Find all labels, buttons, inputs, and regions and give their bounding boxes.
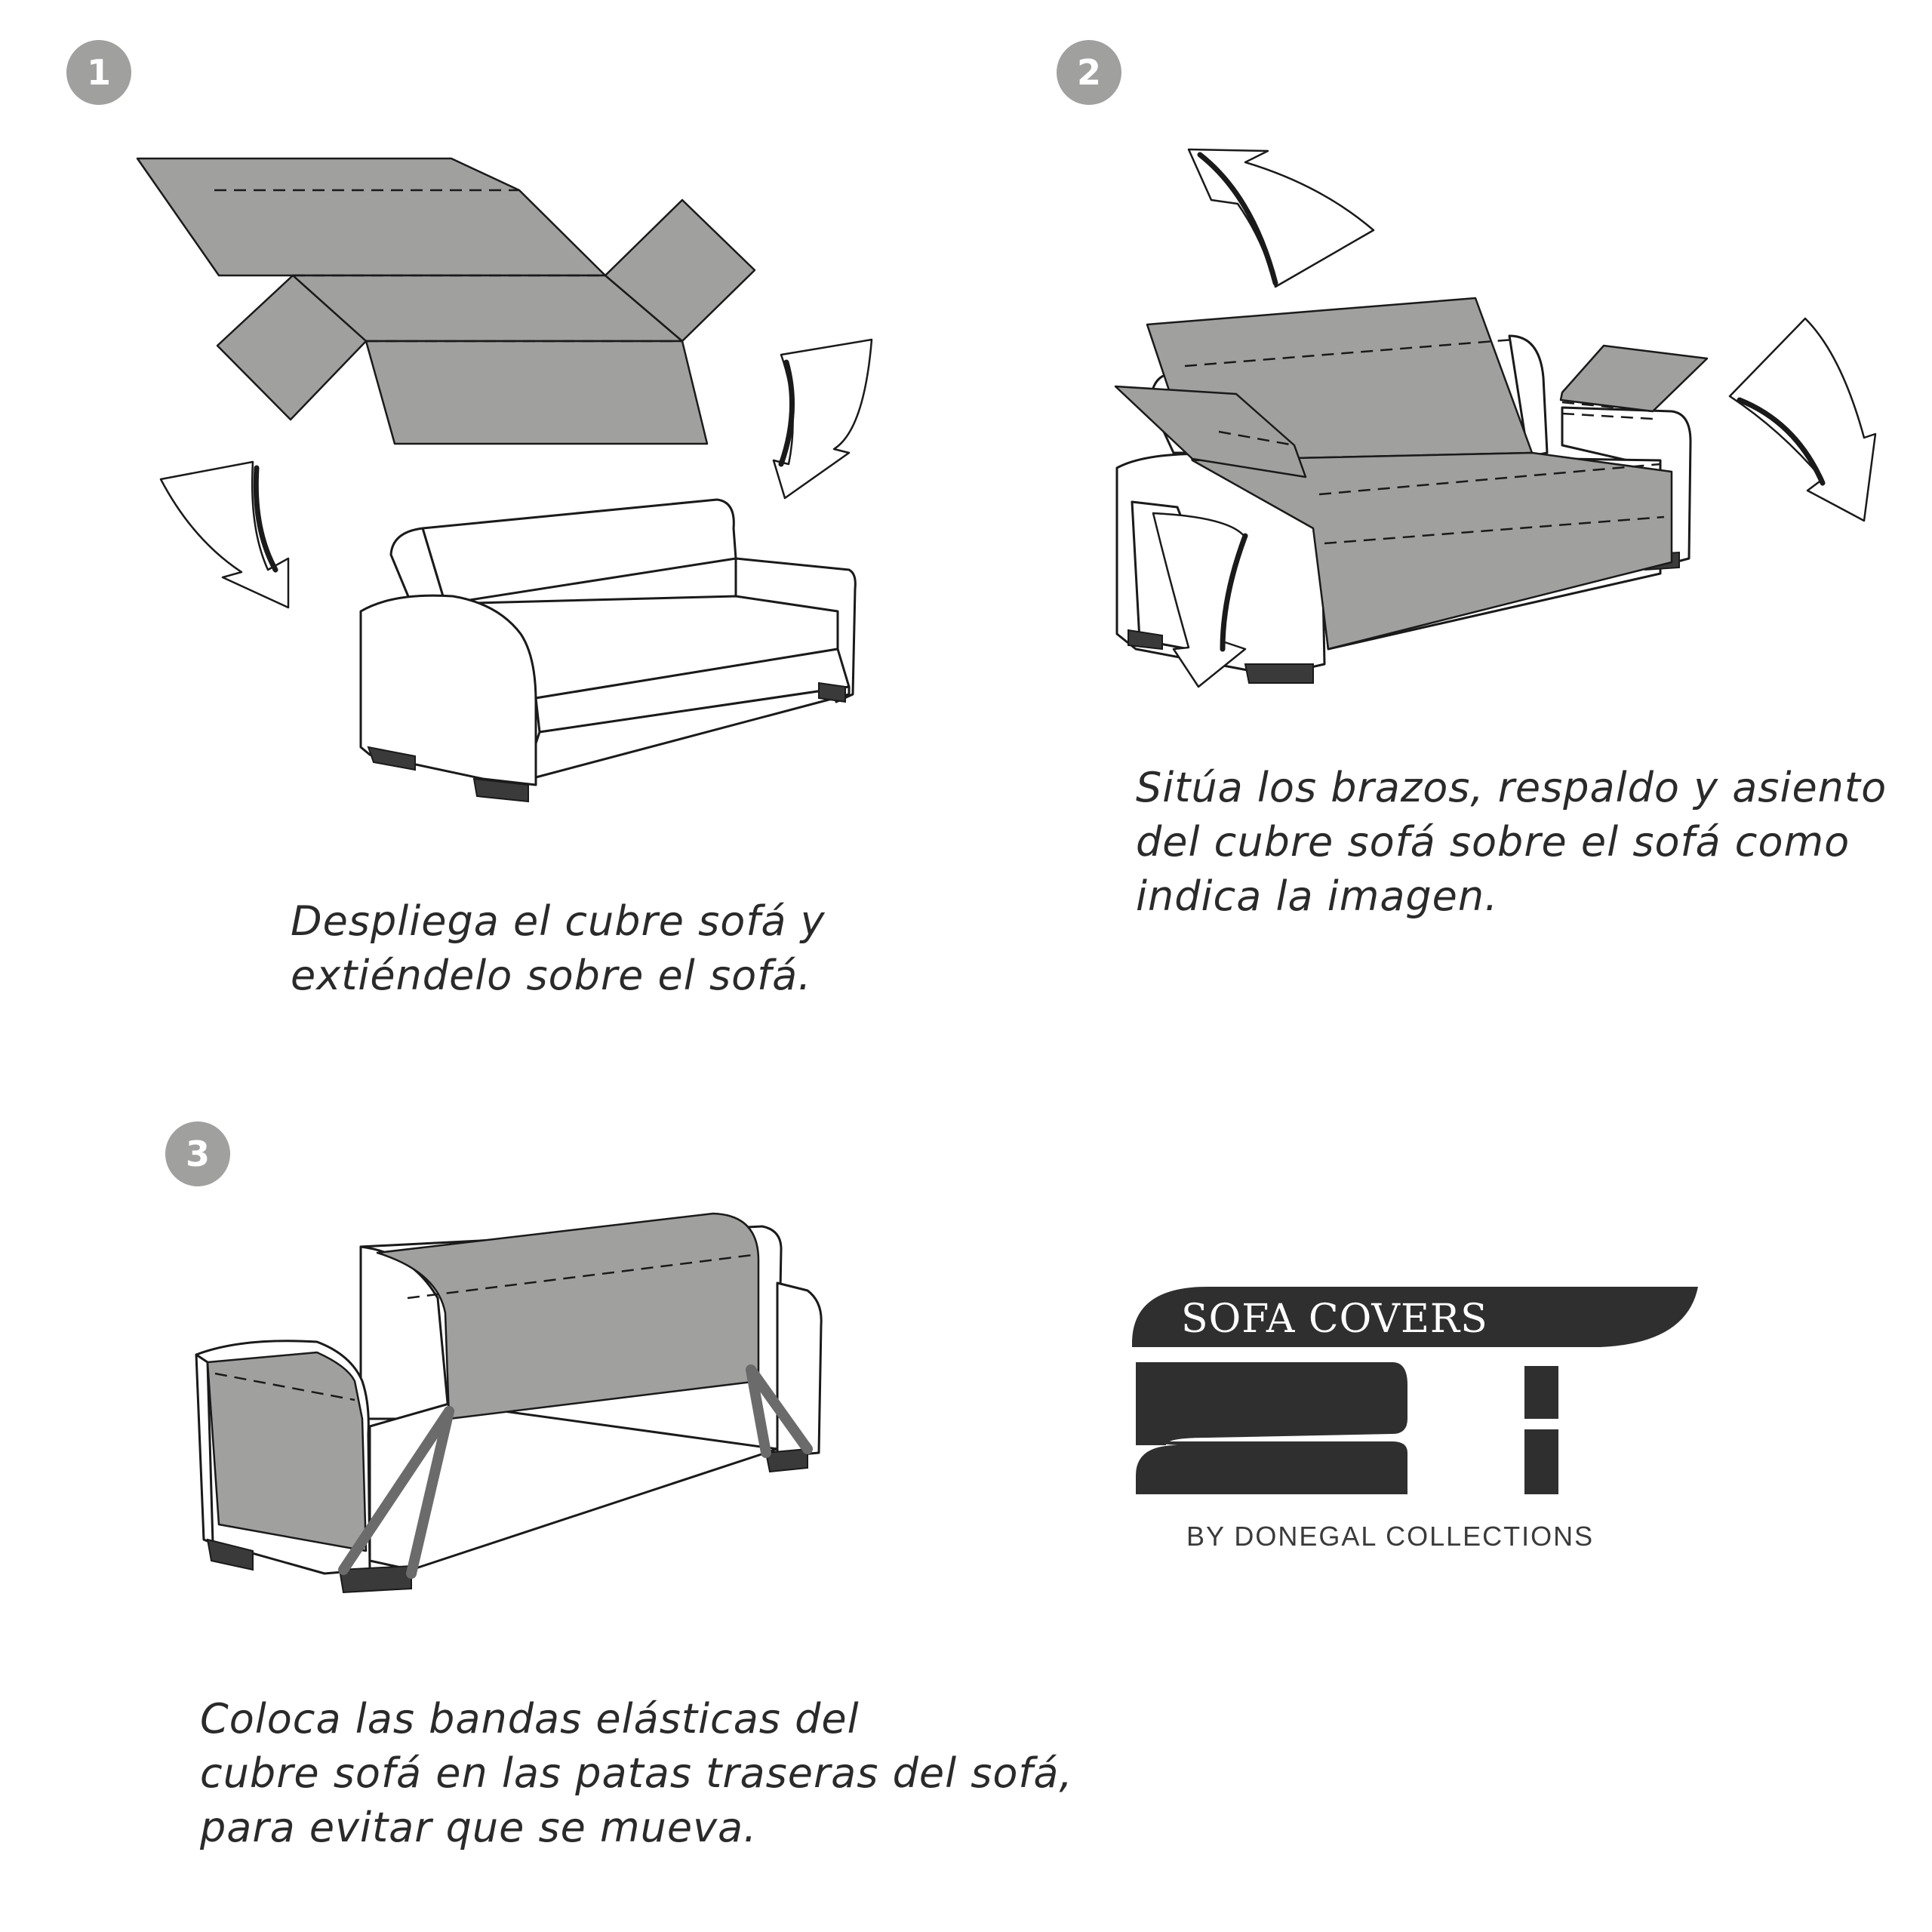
step-2-caption-line: del cubre sofá sobre el sofá como [1136, 818, 1850, 866]
step-3-caption-line: cubre sofá en las patas traseras del sof… [200, 1749, 1073, 1797]
sofa-covers-logo: ST [0, 0, 1698, 1494]
step-1-illustration [136, 157, 873, 803]
unfolded-cover [136, 157, 756, 445]
step-1-caption-line: Despliega el cubre sofá y [291, 897, 826, 945]
arrow-left-icon [159, 460, 290, 609]
step-2-illustration [1114, 148, 1877, 688]
arrow-down-icon [1152, 512, 1248, 688]
step-1-caption: Despliega el cubre sofá y extiéndelo sob… [291, 894, 826, 1003]
logo-subtitle: BY DONEGAL COLLECTIONS [1186, 1521, 1595, 1552]
elastic-bands [338, 1364, 813, 1579]
placed-cover [1114, 297, 1709, 651]
step-2-caption-line: indica la imagen. [1136, 872, 1499, 920]
step-2-caption-line: Sitúa los brazos, respaldo y asiento [1136, 764, 1887, 811]
step-3-badge: 3 [165, 1121, 230, 1186]
step-2-badge: 2 [1057, 40, 1121, 105]
step-1-caption-line: extiéndelo sobre el sofá. [291, 952, 812, 999]
arrow-right-down-icon [1728, 317, 1877, 522]
logo-monogram: ST [0, 0, 15, 3]
arrow-right-icon [772, 338, 873, 500]
logo-top-text: SOFA COVERS [1181, 1297, 1488, 1342]
back-cover [206, 1212, 760, 1552]
step-3-caption: Coloca las bandas elásticas del cubre so… [200, 1692, 1073, 1855]
step-3-caption-line: para evitar que se mueva. [200, 1804, 758, 1851]
step-3-caption-line: Coloca las bandas elásticas del [200, 1695, 860, 1743]
arrow-up-left-icon [1187, 148, 1375, 288]
step-1-badge: 1 [66, 40, 131, 105]
step-3-illustration [195, 1212, 823, 1594]
sofa-step-1 [359, 498, 857, 803]
step-2-caption: Sitúa los brazos, respaldo y asiento del… [1136, 761, 1887, 924]
